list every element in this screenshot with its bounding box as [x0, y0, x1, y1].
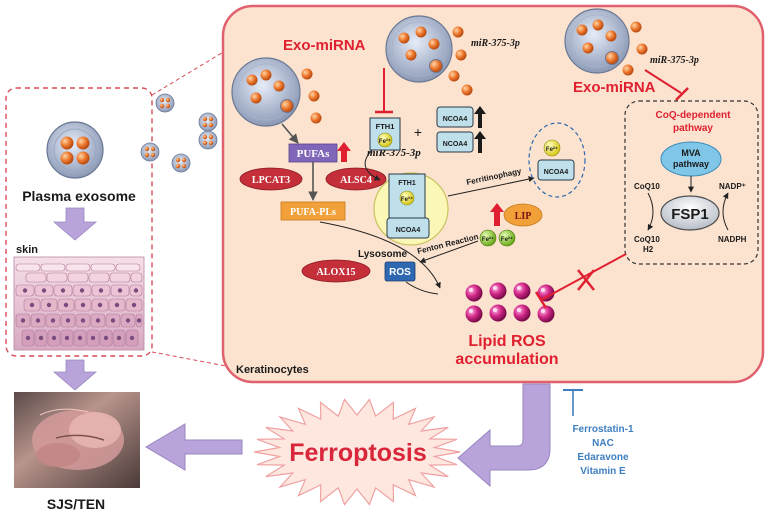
svg-text:FTH1: FTH1: [376, 122, 395, 131]
svg-text:Fe²⁺: Fe²⁺: [501, 236, 513, 243]
fth1-box: FTH1 Fe³⁺: [369, 117, 401, 151]
arrow-nadph-oxidation: [722, 192, 729, 231]
connector-line-top: [151, 44, 236, 96]
inhibitor-3: Edaravone: [577, 452, 629, 463]
mva-label-2: pathway: [673, 159, 709, 169]
alox15-label: ALOX15: [317, 267, 356, 278]
down-arrow-icon: [52, 207, 98, 241]
skin-tissue-icon: [13, 256, 145, 351]
svg-text:NCOA4: NCOA4: [396, 227, 421, 234]
exosome-vesicle-left: [231, 57, 301, 127]
down-arrow-icon-2: [52, 359, 98, 391]
exosome-vesicle-right: [564, 8, 630, 74]
mir-label-2: miR-375-3p: [650, 55, 699, 66]
released-mirna-left: [301, 68, 322, 124]
blocked-cross-icon: [577, 269, 595, 291]
up-arrow-icon-lip: [490, 203, 504, 226]
ferroptosis-burst: [253, 398, 461, 506]
pathway-arrow-icon: [457, 383, 551, 488]
arrow-pls-to-lipid-ros: [319, 221, 441, 289]
arrow-fenton: [419, 240, 479, 263]
up-arrow-icon-ncoa4-2: [474, 131, 486, 153]
sjs-ten-lesion-photo: [14, 392, 140, 488]
exosome-vesicle-middle: [385, 15, 453, 83]
lipid-ros-label-2: accumulation: [455, 351, 558, 368]
pufa-pls-label: PUFA-PLs: [290, 207, 336, 218]
lipid-ros-particles: [465, 282, 555, 323]
pufa-pls-box: [280, 201, 346, 221]
inhibit-line-coq: [644, 69, 682, 94]
svg-text:Fe²⁺: Fe²⁺: [482, 236, 494, 243]
inhibitor-1: Ferrostatin-1: [572, 424, 634, 435]
arrow-ros-merge: [405, 281, 439, 295]
fsp1-label: FSP1: [671, 206, 709, 223]
inhibitor-4: Vitamin E: [580, 466, 626, 477]
nadp-label: NADP⁺: [719, 182, 746, 191]
arrow-vesicle-to-pufas: [281, 123, 299, 144]
alox15-enzyme: [301, 259, 371, 283]
coq10-label: CoQ10: [634, 182, 660, 191]
lpcat3-label: LPCAT3: [252, 175, 290, 186]
lysosome: FTH1 Fe³⁺ NCOA4: [373, 172, 449, 246]
coq10h2-label-1: CoQ10: [634, 235, 660, 244]
nadph-label: NADPH: [718, 235, 747, 244]
ncoa4-stack: NCOA4 NCOA4: [436, 106, 474, 153]
lip-label: LIP: [515, 211, 532, 222]
svg-text:FTH1: FTH1: [398, 180, 416, 187]
lip-pool: [503, 203, 543, 227]
exo-mirna-label-1: Exo-miRNA: [283, 37, 366, 54]
svg-text:Fe³⁺: Fe³⁺: [379, 138, 391, 145]
inhibitor-2: NAC: [592, 438, 614, 449]
arrow-ferritinophagy: [447, 176, 535, 197]
coq-title-2: pathway: [673, 123, 713, 134]
alsc4-enzyme: [325, 167, 387, 191]
floating-exosomes: [140, 93, 218, 173]
lpcat3-enzyme: [239, 167, 303, 191]
skin-label: skin: [16, 244, 38, 256]
coq10h2-label-2: H2: [643, 245, 654, 254]
pufas-label: PUFAs: [297, 148, 331, 160]
mir-label-1: miR-375-3p: [471, 38, 520, 49]
up-arrow-icon-pufas: [337, 142, 351, 162]
plus-sign: +: [414, 124, 422, 140]
keratinocyte-cell: [221, 4, 765, 384]
ros-label: ROS: [389, 267, 411, 278]
exosome-panel: [5, 87, 153, 357]
arrow-coq10-reduction: [647, 192, 654, 231]
ncoa4-degradation: Fe²⁺ NCOA4: [528, 122, 586, 198]
left-arrow-icon: [145, 423, 243, 471]
inhibit-bar-lipid-ros: [534, 291, 548, 309]
released-mirna-middle: [448, 26, 473, 96]
alsc4-label: ALSC4: [340, 175, 372, 186]
sjs-ten-label: SJS/TEN: [47, 496, 105, 512]
mva-label-1: MVA: [681, 148, 701, 158]
up-arrow-icon-ncoa4-1: [474, 106, 486, 128]
lysosome-label: Lysosome: [358, 249, 408, 260]
ferroptosis-label: Ferroptosis: [289, 439, 427, 467]
svg-text:Fe²⁺: Fe²⁺: [546, 146, 558, 153]
ferrous-iron-icons: Fe²⁺ Fe²⁺: [479, 229, 516, 247]
svg-text:NCOA4: NCOA4: [544, 169, 569, 176]
exo-mirna-label-2: Exo-miRNA: [573, 79, 656, 96]
svg-text:NCOA4: NCOA4: [443, 141, 468, 148]
svg-text:Fe³⁺: Fe³⁺: [401, 196, 413, 203]
inhibit-bar-coq: [675, 87, 689, 101]
arrow-to-lysosome: [364, 149, 381, 181]
ros-box: [384, 261, 416, 282]
svg-text:NCOA4: NCOA4: [443, 116, 468, 123]
plasma-exosome-label: Plasma exosome: [22, 188, 136, 204]
plasma-exosome-icon: [46, 121, 104, 179]
keratinocytes-label: Keratinocytes: [236, 364, 309, 376]
released-mirna-right: [622, 21, 648, 76]
fsp1-enzyme: [660, 195, 720, 231]
lipid-ros-label-1: Lipid ROS: [468, 333, 546, 350]
coq-pathway-box: [624, 100, 759, 265]
coq-title-1: CoQ-dependent: [656, 110, 732, 121]
